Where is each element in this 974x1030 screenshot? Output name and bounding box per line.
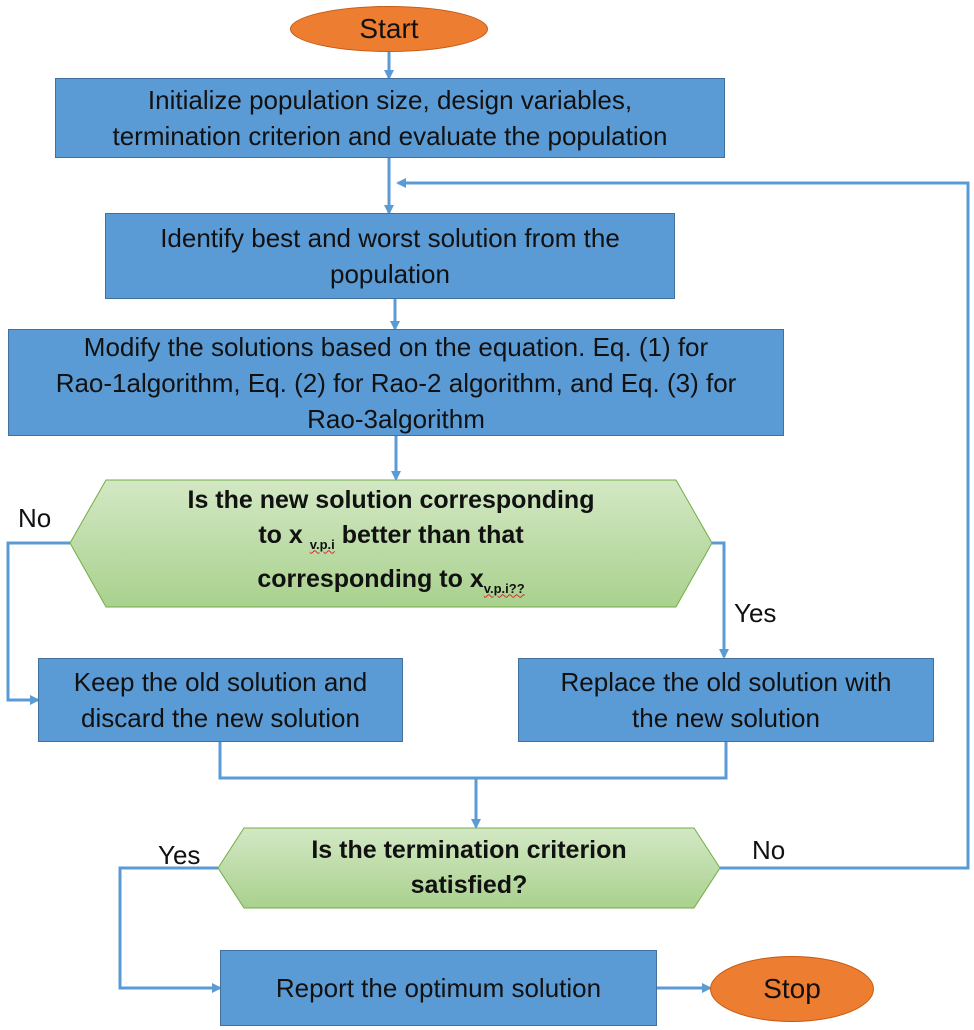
replace-line2: the new solution [632, 703, 820, 733]
start-label: Start [359, 13, 419, 44]
arrow-decision2-no-loop [396, 178, 970, 870]
modify-line3: Rao-3algorithm [307, 403, 485, 434]
decision1-subscript1: v.p.i [309, 536, 335, 552]
decision1-subscript2: v.p.i?? [483, 580, 525, 596]
decision1-line3: corresponding to xv.p.i?? [257, 564, 525, 596]
identify-line2: population [329, 259, 450, 289]
keep-box: Keep the old solution and discard the ne… [38, 658, 403, 742]
decision2-yes-label: Yes [158, 840, 201, 870]
report-box: Report the optimum solution [220, 950, 657, 1026]
report-label: Report the optimum solution [275, 973, 602, 1003]
decision1-no-label: No [18, 503, 52, 533]
initialize-box: Initialize population size, design varia… [55, 78, 725, 158]
start-terminal: Start [290, 6, 488, 52]
replace-line1: Replace the old solution with [560, 667, 892, 697]
replace-box: Replace the old solution with the new so… [518, 658, 934, 742]
decision2-no-label: No [752, 835, 786, 865]
initialize-line1: Initialize population size, design varia… [147, 85, 633, 115]
stop-label: Stop [763, 973, 821, 1004]
stop-terminal: Stop [710, 956, 874, 1022]
decision1-yes-label: Yes [734, 598, 777, 628]
decision1-line2: to x v.p.i better than that [258, 520, 524, 552]
decision1-text: Is the new solution corresponding to x v… [106, 484, 676, 604]
modify-line2: Rao-1algorithm, Eq. (2) for Rao-2 algori… [55, 367, 737, 398]
decision2-text: Is the termination criterion satisfied? [244, 830, 694, 906]
keep-line1: Keep the old solution and [73, 667, 368, 697]
modify-line1: Modify the solutions based on the equati… [83, 331, 709, 362]
decision2-line2: satisfied? [410, 871, 528, 899]
decision2-line1: Is the termination criterion [311, 836, 627, 864]
arrow-decision1-yes [712, 541, 729, 659]
arrow-decision2-yes [118, 866, 222, 993]
merge-line [218, 741, 728, 780]
keep-line2: discard the new solution [81, 703, 360, 733]
identify-line1: Identify best and worst solution from th… [160, 223, 620, 253]
modify-box: Modify the solutions based on the equati… [8, 329, 784, 436]
initialize-line2: termination criterion and evaluate the p… [112, 121, 668, 151]
decision1-line1: Is the new solution corresponding [187, 485, 595, 514]
arrow-decision1-no [6, 541, 70, 705]
identify-box: Identify best and worst solution from th… [105, 213, 675, 299]
